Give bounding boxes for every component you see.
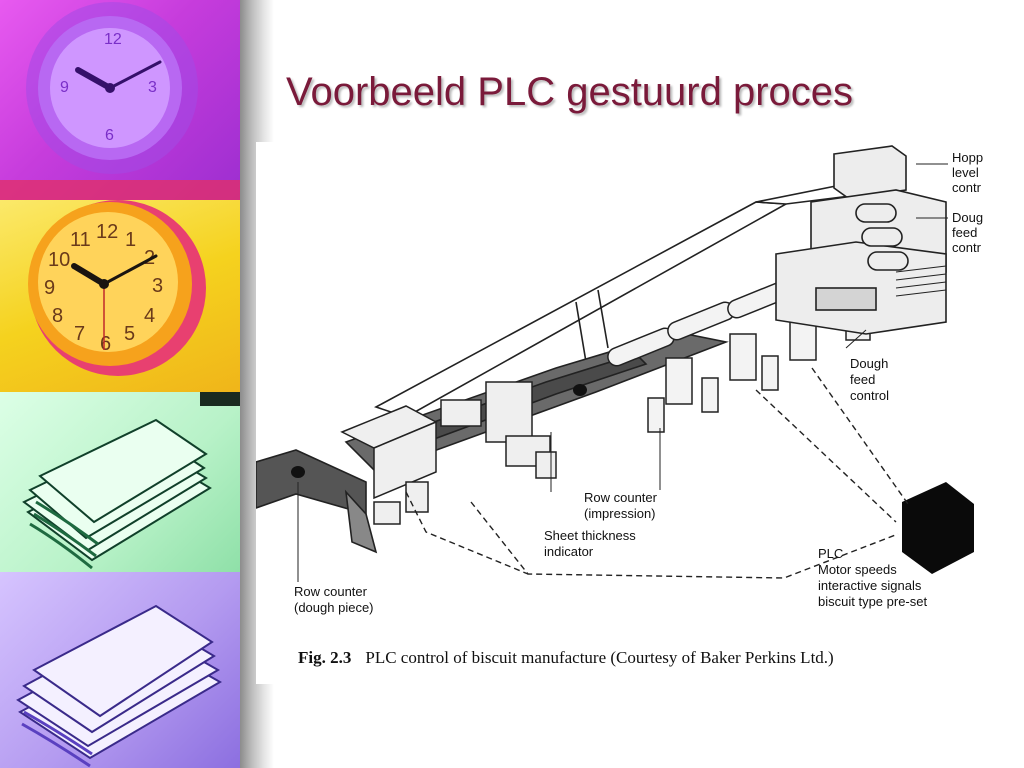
- svg-text:11: 11: [70, 229, 91, 251]
- slide-title: Voorbeeld PLC gestuurd proces: [286, 70, 854, 114]
- svg-text:5: 5: [124, 323, 135, 345]
- plc-process-figure: Hopp level contr Doug feed contr Dough f…: [256, 142, 986, 684]
- plc-signal-lines: [405, 367, 909, 579]
- label-line: PLC: [818, 546, 843, 561]
- svg-text:12: 12: [104, 31, 122, 48]
- label-line: indicator: [544, 544, 594, 559]
- label-line: feed: [850, 372, 875, 387]
- plc-label: PLC Motor speeds interactive signals bis…: [818, 546, 927, 609]
- figure-caption-text: PLC control of biscuit manufacture (Cour…: [365, 648, 834, 667]
- svg-text:3: 3: [152, 275, 163, 297]
- label-leader-lines: [297, 163, 948, 582]
- label-line: contr: [952, 240, 982, 255]
- photo-panel-green-papers: [0, 392, 240, 572]
- photo-panel-violet-papers: [0, 572, 240, 768]
- label-line: (dough piece): [294, 600, 374, 615]
- dough-feed-control-label: Dough feed control: [850, 356, 889, 403]
- svg-text:9: 9: [44, 277, 55, 299]
- label-line: Row counter: [584, 490, 658, 505]
- svg-text:3: 3: [148, 79, 157, 96]
- plc-controller-block: [902, 482, 974, 574]
- sheet-thickness-indicator-label: Sheet thickness indicator: [544, 528, 636, 559]
- hopper-level-control-label: Hopp level contr: [952, 150, 983, 195]
- svg-text:6: 6: [105, 127, 114, 144]
- row-counter-impression-label: Row counter (impression): [584, 490, 658, 521]
- svg-text:9: 9: [60, 79, 69, 96]
- svg-text:4: 4: [144, 305, 155, 327]
- dough-feed-control-top-label: Doug feed contr: [952, 210, 983, 255]
- label-line: Dough: [850, 356, 888, 371]
- label-line: Row counter: [294, 584, 368, 599]
- label-line: biscuit type pre-set: [818, 594, 927, 609]
- svg-text:8: 8: [52, 305, 63, 327]
- label-line: (impression): [584, 506, 656, 521]
- paper-stack-icon: [16, 604, 222, 768]
- label-line: Hopp: [952, 150, 983, 165]
- hopper-machine: [775, 145, 947, 335]
- label-line: Sheet thickness: [544, 528, 636, 543]
- svg-text:10: 10: [48, 249, 70, 271]
- label-line: level: [952, 165, 979, 180]
- svg-text:12: 12: [96, 221, 118, 243]
- figure-number: Fig. 2.3: [298, 648, 352, 667]
- cutter-station: [340, 381, 557, 525]
- figure-caption: Fig. 2.3 PLC control of biscuit manufactu…: [298, 648, 834, 668]
- wall-clock-icon: 12 3 6 9: [0, 2, 240, 200]
- svg-text:1: 1: [125, 229, 136, 251]
- paper-stack-icon: [22, 392, 240, 570]
- photo-panel-magenta-clock: 12 3 6 9: [0, 0, 240, 200]
- row-counter-dough-piece-label: Row counter (dough piece): [294, 584, 374, 615]
- label-line: contr: [952, 180, 982, 195]
- sensor-markers: [291, 384, 587, 478]
- biscuit-line-diagram: Hopp level contr Doug feed contr Dough f…: [256, 145, 983, 615]
- label-line: control: [850, 388, 889, 403]
- svg-text:6: 6: [100, 333, 111, 355]
- label-line: interactive signals: [818, 578, 922, 593]
- label-line: Doug: [952, 210, 983, 225]
- svg-text:7: 7: [74, 323, 85, 345]
- label-line: feed: [952, 225, 977, 240]
- label-line: Motor speeds: [818, 562, 897, 577]
